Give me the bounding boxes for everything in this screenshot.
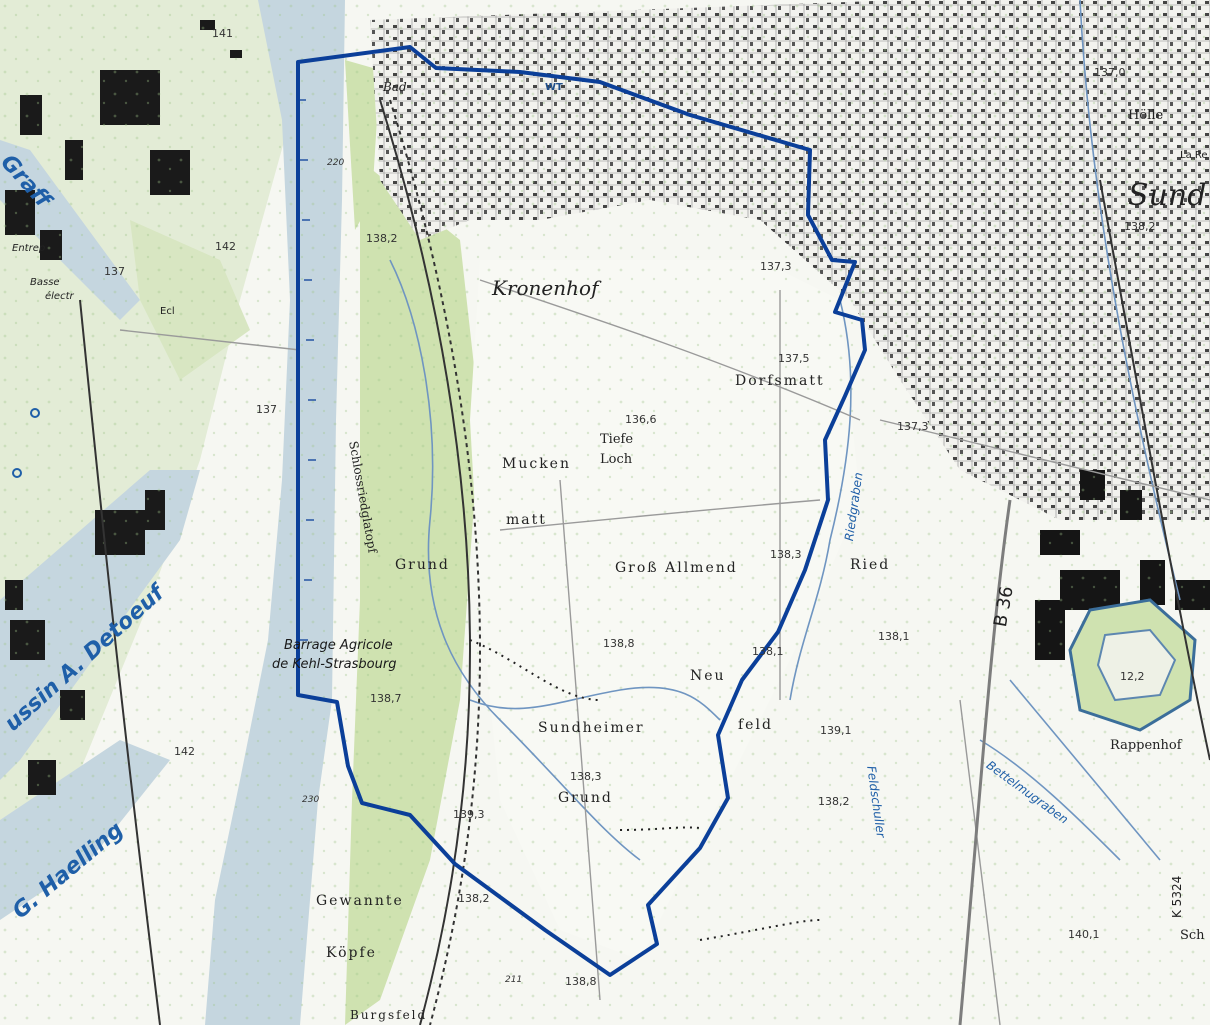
elevation-label: 211 <box>505 975 523 985</box>
label-wt: WT <box>545 82 563 93</box>
label-la-re: La Re <box>1180 150 1208 161</box>
label-barrage-1: Barrage Agricole <box>284 638 393 653</box>
elevation-label: 140,1 <box>1068 928 1100 941</box>
elevation-label: 220 <box>327 158 345 168</box>
label-grund-lower: Grund <box>558 790 613 806</box>
label-entrep: Entrep <box>12 243 46 254</box>
streams <box>389 0 1181 861</box>
elevation-label: 139,1 <box>820 724 852 737</box>
elevation-label: 138,2 <box>366 232 398 245</box>
elevation-label: 138,3 <box>570 770 602 783</box>
label-koepfe: Köpfe <box>326 945 377 961</box>
label-dorfmatt: Dorfsmatt <box>735 373 825 389</box>
label-ecl: Ecl <box>160 306 175 317</box>
elevation-label: 137,3 <box>897 420 929 433</box>
blue-marker-icon <box>12 468 22 478</box>
railways <box>79 99 1210 1025</box>
label-sundheimer: Sundheimer <box>538 720 645 736</box>
label-mucken: Mucken <box>502 456 571 472</box>
elevation-label: 138,1 <box>752 645 784 658</box>
label-electr: électr <box>45 291 74 302</box>
dam-ticks <box>298 99 316 641</box>
label-hoelle: Hölle <box>1128 108 1164 123</box>
label-matt: matt <box>506 512 547 528</box>
forest-edges <box>469 639 821 941</box>
label-barrage-2: de Kehl-Strasbourg <box>272 657 397 672</box>
elevation-label: 137,0 <box>1094 66 1126 79</box>
elevation-label: 139,3 <box>453 808 485 821</box>
label-kronenhof: Kronenhof <box>492 276 599 300</box>
elevation-label: 141 <box>212 27 233 40</box>
roads <box>119 279 1210 1025</box>
elevation-label: 138,2 <box>458 892 490 905</box>
nature-reserve-boundary <box>296 45 867 977</box>
elevation-label: 136,6 <box>625 413 657 426</box>
label-tiefe: Tiefe <box>600 432 634 447</box>
elevation-label: 138,8 <box>565 975 597 988</box>
label-bad: Bad <box>383 80 407 94</box>
label-ried: Ried <box>850 557 891 573</box>
elevation-label: 142 <box>215 240 236 253</box>
label-k5324: K 5324 <box>1170 875 1184 918</box>
elevation-label: 12,2 <box>1120 670 1145 683</box>
b36-road <box>958 499 1012 1025</box>
elevation-label: 138,2 <box>1124 220 1156 233</box>
elevation-label: 137,3 <box>760 260 792 273</box>
label-feld: feld <box>738 717 773 733</box>
elevation-label: 138,3 <box>770 548 802 561</box>
label-neu: Neu <box>690 668 726 684</box>
label-sch: Sch <box>1180 928 1205 943</box>
elevation-label: 138,8 <box>603 637 635 650</box>
label-burgsfeld: Burgsfeld <box>350 1008 428 1022</box>
elevation-label: 138,1 <box>878 630 910 643</box>
elevation-label: 137 <box>104 265 125 278</box>
label-sund: Sund <box>1128 178 1207 213</box>
elevation-label: 137,5 <box>778 352 810 365</box>
label-gross-allmend: Groß Allmend <box>615 560 738 576</box>
label-grund-upper: Grund <box>395 557 450 573</box>
elevation-label: 142 <box>174 745 195 758</box>
label-rappenhof: Rappenhof <box>1110 738 1182 753</box>
label-gewannte: Gewannte <box>316 893 404 909</box>
elevation-label: 230 <box>302 795 320 805</box>
elevation-label: 137 <box>256 403 277 416</box>
blue-marker-icon <box>30 408 40 418</box>
elevation-label: 138,2 <box>818 795 850 808</box>
label-basse: Basse <box>30 277 60 288</box>
label-loch: Loch <box>600 452 633 467</box>
elevation-label: 138,7 <box>370 692 402 705</box>
